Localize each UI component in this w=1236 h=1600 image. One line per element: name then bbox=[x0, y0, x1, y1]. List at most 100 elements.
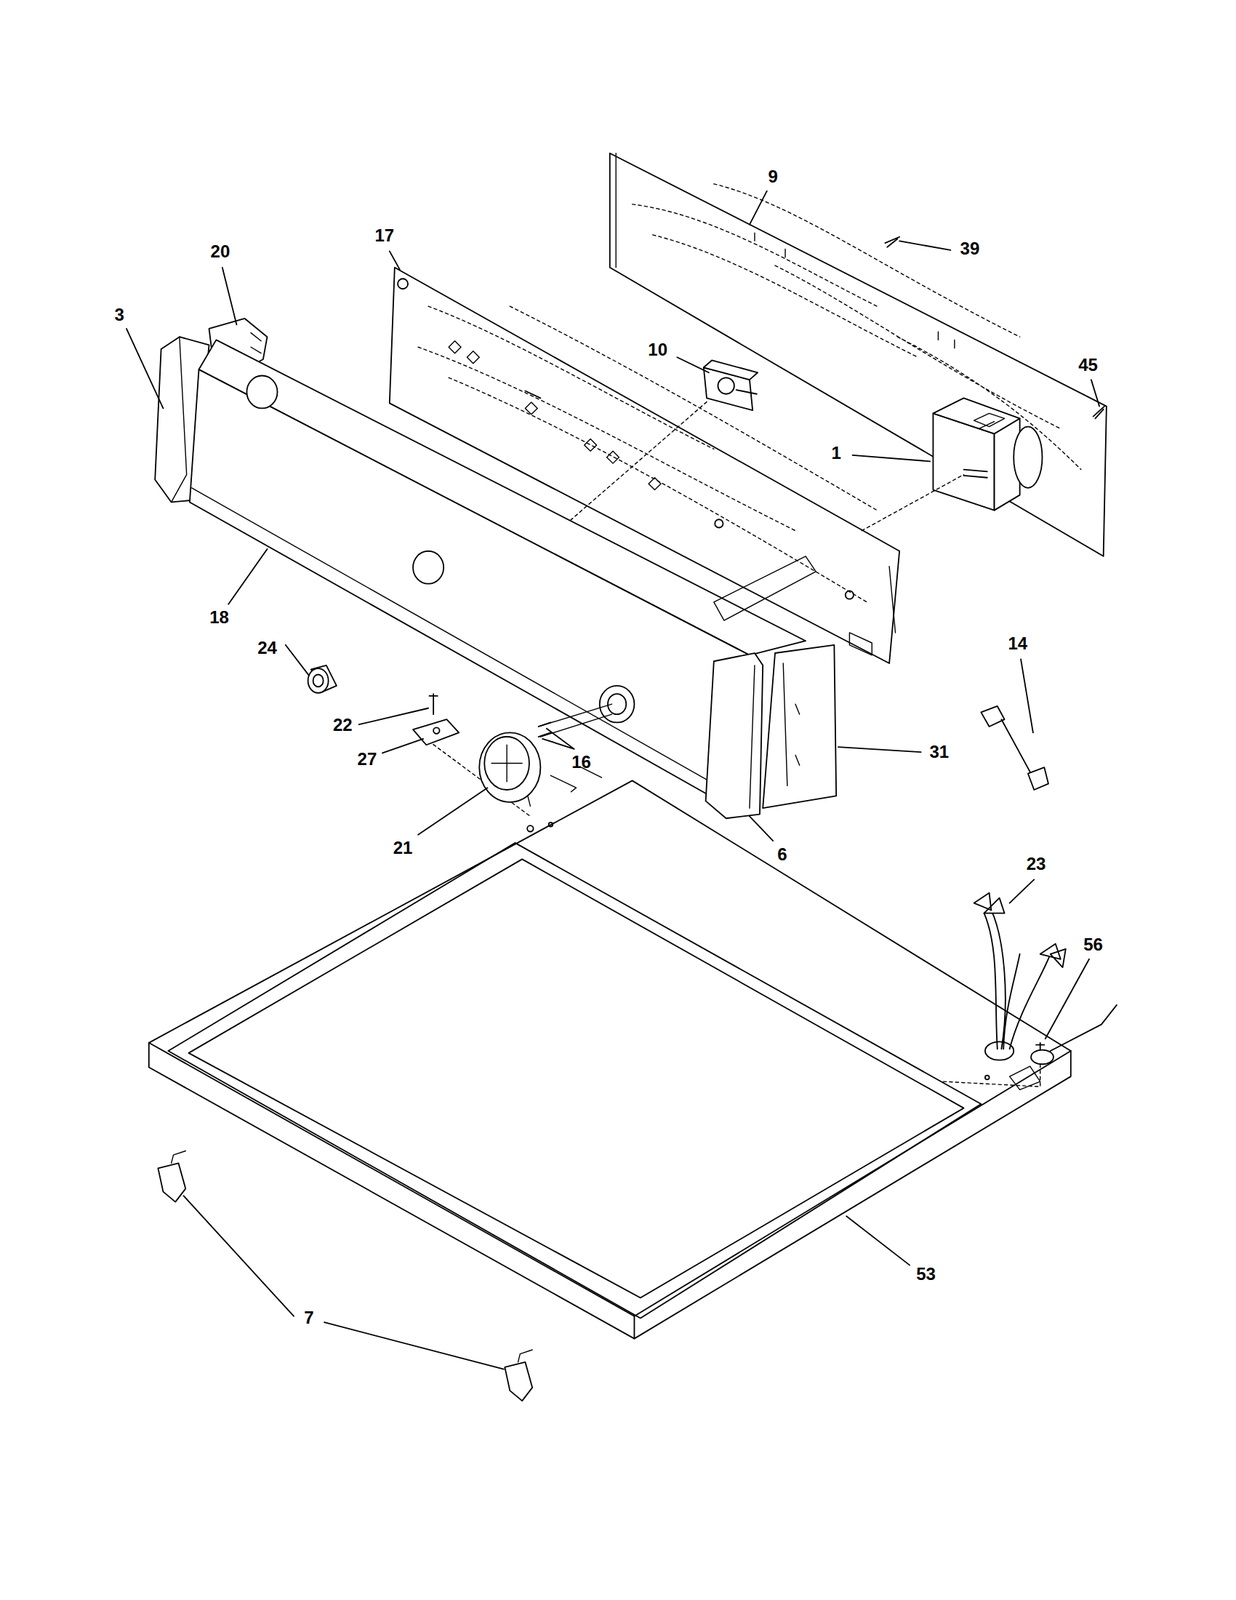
plate-cutout bbox=[849, 632, 872, 656]
callout-number: 3 bbox=[114, 306, 124, 324]
slot bbox=[754, 232, 955, 348]
callout-number: 27 bbox=[357, 750, 378, 768]
callout-number: 7 bbox=[303, 1308, 314, 1327]
knob bbox=[308, 665, 337, 693]
wires bbox=[984, 909, 1051, 1049]
callout-number: 18 bbox=[209, 608, 230, 626]
leader-line bbox=[749, 191, 768, 225]
console-shaft bbox=[713, 556, 816, 621]
rod-end bbox=[980, 705, 1005, 727]
top-slab bbox=[149, 780, 1071, 1338]
leader-line bbox=[846, 1215, 910, 1265]
leader-line bbox=[382, 738, 424, 754]
leader-line bbox=[1045, 958, 1090, 1039]
clip-7 bbox=[157, 1162, 186, 1202]
leader-line bbox=[389, 250, 400, 270]
bracket-detail bbox=[783, 663, 800, 786]
callout-number: 6 bbox=[777, 845, 787, 864]
terminal bbox=[974, 892, 1005, 914]
rod-end bbox=[1028, 767, 1049, 790]
plate-hole bbox=[845, 590, 854, 599]
callout-number: 1 bbox=[831, 444, 841, 462]
plate-slot bbox=[524, 391, 541, 399]
leader-line bbox=[418, 787, 488, 835]
leader-line bbox=[126, 328, 163, 408]
callout-number: 17 bbox=[374, 226, 395, 245]
callout-number: 53 bbox=[916, 1265, 936, 1283]
grommet bbox=[1030, 1049, 1054, 1065]
bracket-hole bbox=[433, 727, 440, 733]
clip-tab bbox=[518, 1349, 533, 1362]
console-front bbox=[189, 369, 750, 798]
switch bbox=[703, 359, 758, 411]
clip bbox=[157, 1150, 533, 1402]
knob-21-grip bbox=[491, 744, 523, 781]
top-hole bbox=[548, 822, 554, 827]
lid-recess bbox=[188, 858, 964, 1298]
leader-line bbox=[1009, 879, 1035, 903]
top-hole bbox=[527, 825, 533, 832]
leader-line bbox=[676, 356, 709, 373]
knob-24-face bbox=[313, 673, 324, 687]
knob-21 bbox=[479, 732, 541, 802]
knob-24 bbox=[308, 668, 329, 693]
callout-number: 23 bbox=[1026, 855, 1047, 873]
wire-harness bbox=[974, 892, 1117, 1065]
callout-number: 16 bbox=[571, 753, 592, 771]
callout-number: 24 bbox=[257, 639, 278, 657]
timer-terminals bbox=[974, 412, 1005, 429]
leader-line bbox=[222, 267, 238, 325]
assembly-line bbox=[942, 1062, 1040, 1087]
terminal bbox=[1040, 943, 1066, 967]
dryer-top bbox=[149, 767, 1071, 1338]
leader-line bbox=[126, 191, 1100, 1370]
wire-hole bbox=[985, 1041, 1014, 1060]
end-cap-6 bbox=[705, 652, 764, 818]
leader-line bbox=[899, 240, 951, 251]
top-corner bbox=[633, 1315, 636, 1339]
callout-number: 10 bbox=[647, 340, 668, 359]
leader-line bbox=[228, 548, 267, 605]
rod bbox=[980, 705, 1049, 790]
plate-flange bbox=[889, 566, 896, 633]
leader-line bbox=[542, 728, 574, 749]
bracket-31 bbox=[762, 644, 837, 808]
leader-line bbox=[359, 708, 429, 725]
knob-shaft bbox=[538, 703, 613, 737]
clip-7 bbox=[504, 1361, 533, 1401]
leader-line bbox=[749, 815, 773, 841]
callout-number: 21 bbox=[393, 839, 413, 857]
switch-knob bbox=[717, 377, 734, 394]
callout-number: 31 bbox=[929, 743, 949, 761]
callout-number: 14 bbox=[1007, 634, 1028, 653]
leader-line bbox=[183, 1195, 504, 1369]
switch-shaft bbox=[736, 389, 757, 395]
leader-line bbox=[838, 746, 922, 752]
end-cap bbox=[705, 644, 837, 818]
end-cap-edge bbox=[749, 665, 755, 808]
leader-line bbox=[285, 644, 309, 676]
console-hole bbox=[246, 375, 278, 409]
plate-hole bbox=[714, 519, 723, 528]
rear-panel-flange bbox=[615, 153, 616, 268]
callout-number: 56 bbox=[1083, 935, 1103, 954]
plate-hole bbox=[397, 278, 408, 289]
switch-top bbox=[703, 359, 758, 380]
screw-39 bbox=[884, 237, 900, 248]
bracket-27 bbox=[412, 719, 459, 745]
timer-shaft bbox=[963, 469, 987, 478]
leader-line bbox=[852, 455, 931, 461]
timer bbox=[932, 397, 1042, 510]
callout-number: 39 bbox=[960, 239, 981, 258]
knob-21-rim bbox=[484, 736, 530, 790]
assembly-line bbox=[861, 474, 964, 531]
console-hole bbox=[412, 551, 444, 584]
screw-22 bbox=[429, 693, 438, 714]
timer-motor bbox=[1013, 426, 1042, 488]
clip-tab bbox=[171, 1150, 187, 1164]
callout-number: 22 bbox=[332, 716, 353, 734]
top-edge bbox=[149, 1042, 1071, 1316]
knob bbox=[479, 703, 612, 802]
